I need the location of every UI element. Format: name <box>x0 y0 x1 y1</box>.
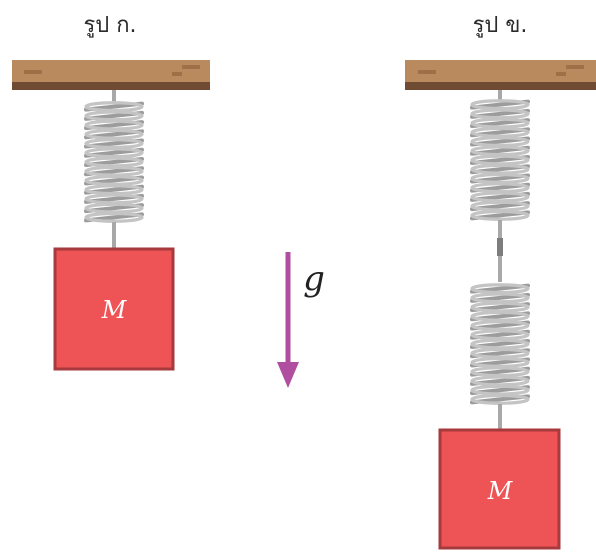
ceiling-b <box>405 60 596 90</box>
gravity-arrow: g <box>277 252 325 388</box>
figure-b-caption: รูป ข. <box>473 13 528 38</box>
figure-a: รูป ก. M <box>12 13 210 371</box>
gravity-label: g <box>303 259 325 299</box>
ceiling-a <box>12 60 210 90</box>
spring-coil-front <box>84 211 144 223</box>
mass-label-b: M <box>487 477 514 505</box>
spring-coil-front <box>470 209 530 221</box>
figure-b: รูป ข. M <box>405 13 596 550</box>
mass-block-a: M <box>53 247 175 371</box>
mass-label-a: M <box>101 296 128 324</box>
figure-a-caption: รูป ก. <box>83 13 136 38</box>
spring-coil-front <box>470 393 530 405</box>
spring-b-upper <box>470 90 530 238</box>
spring-a <box>84 90 144 248</box>
mass-block-b: M <box>438 428 561 550</box>
spring-b-lower <box>470 283 530 429</box>
